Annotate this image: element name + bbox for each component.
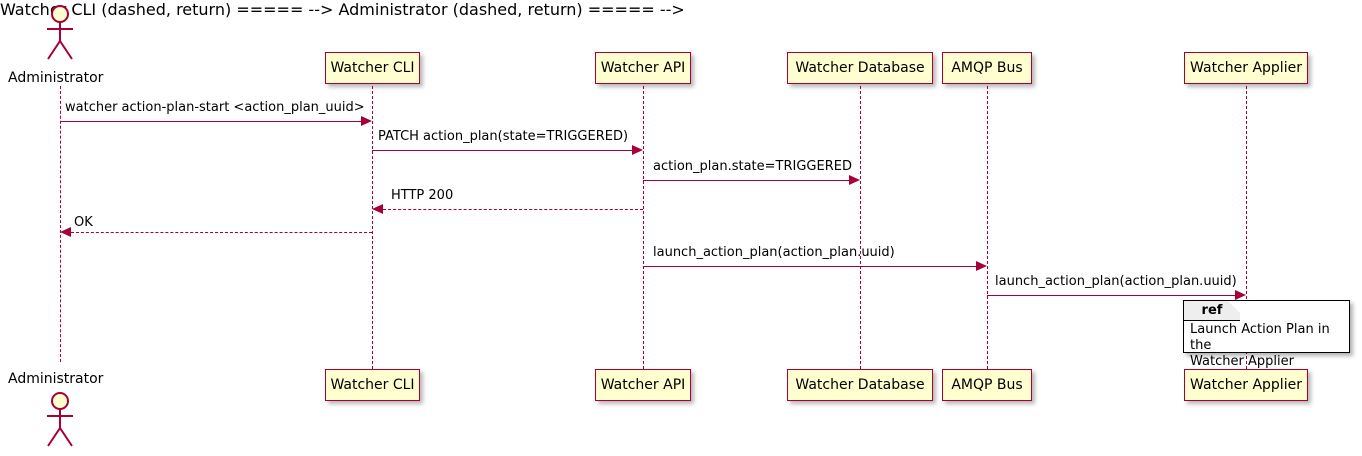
message-line-5 bbox=[71, 232, 372, 233]
message-line-3 bbox=[643, 180, 854, 181]
actor-figure-administrator-top bbox=[47, 5, 73, 60]
message-label-2: PATCH action_plan(state=TRIGGERED) bbox=[378, 129, 629, 144]
participant-box-watcher-api-top[interactable]: Watcher API bbox=[595, 52, 691, 84]
message-label-3: action_plan.state=TRIGGERED bbox=[653, 159, 852, 174]
participant-label-watcher-cli-bottom: Watcher CLI bbox=[330, 377, 415, 393]
participant-label-watcher-cli-top: Watcher CLI bbox=[330, 60, 415, 76]
message-line-2 bbox=[372, 150, 637, 151]
message-label-4: HTTP 200 bbox=[391, 188, 454, 203]
message-arrowhead-2 bbox=[632, 145, 643, 155]
lifeline-watcher-applier bbox=[1246, 86, 1247, 369]
lifeline-watcher-cli bbox=[372, 86, 373, 369]
actor-figure-administrator-bottom bbox=[47, 392, 73, 447]
participant-box-watcher-database-top[interactable]: Watcher Database bbox=[787, 52, 933, 84]
participant-label-watcher-api-bottom: Watcher API bbox=[600, 377, 686, 393]
participant-box-watcher-cli-top[interactable]: Watcher CLI bbox=[325, 52, 420, 84]
message-arrowhead-4 bbox=[372, 204, 383, 214]
participant-label-watcher-database-bottom: Watcher Database bbox=[795, 377, 925, 393]
participant-box-watcher-database-bottom[interactable]: Watcher Database bbox=[787, 369, 933, 401]
participant-label-amqp-bus-top: AMQP Bus bbox=[951, 60, 1023, 76]
message-line-7 bbox=[987, 295, 1235, 296]
actor-label-administrator-top: Administrator bbox=[8, 70, 104, 86]
message-label-7: launch_action_plan(action_plan.uuid) bbox=[995, 274, 1237, 289]
ref-fragment-tab-label: ref bbox=[1184, 301, 1240, 321]
participant-label-watcher-database-top: Watcher Database bbox=[795, 60, 925, 76]
participant-label-watcher-applier-top: Watcher Applier bbox=[1190, 60, 1302, 76]
message-arrowhead-7 bbox=[1235, 290, 1246, 300]
message-line-6 bbox=[643, 266, 976, 267]
participant-box-watcher-api-bottom[interactable]: Watcher API bbox=[595, 369, 691, 401]
lifeline-watcher-api bbox=[643, 86, 644, 369]
participant-label-watcher-api-top: Watcher API bbox=[600, 60, 686, 76]
participant-label-watcher-applier-bottom: Watcher Applier bbox=[1190, 377, 1302, 393]
ref-fragment-text: Launch Action Plan in the Watcher Applie… bbox=[1190, 322, 1330, 369]
message-label-1: watcher action-plan-start <action_plan_u… bbox=[65, 100, 365, 115]
message-arrowhead-6 bbox=[976, 261, 987, 271]
participant-box-watcher-cli-bottom[interactable]: Watcher CLI bbox=[325, 369, 420, 401]
lifeline-administrator bbox=[60, 86, 61, 362]
message-label-6: launch_action_plan(action_plan.uuid) bbox=[653, 245, 895, 260]
lifeline-watcher-database bbox=[860, 86, 861, 369]
actor-label-administrator-bottom: Administrator bbox=[8, 371, 104, 387]
lifeline-amqp-bus bbox=[987, 86, 988, 369]
participant-label-amqp-bus-bottom: AMQP Bus bbox=[951, 377, 1023, 393]
participant-box-amqp-bus-bottom[interactable]: AMQP Bus bbox=[942, 369, 1032, 401]
message-arrowhead-1 bbox=[361, 116, 372, 126]
message-line-4 bbox=[383, 209, 643, 210]
participant-box-amqp-bus-top[interactable]: AMQP Bus bbox=[942, 52, 1032, 84]
message-arrowhead-5 bbox=[60, 227, 71, 237]
participant-box-watcher-applier-top[interactable]: Watcher Applier bbox=[1184, 52, 1308, 84]
ref-fragment-box: ref Launch Action Plan in the Watcher Ap… bbox=[1183, 300, 1350, 369]
message-line-1 bbox=[60, 121, 366, 122]
message-label-5: OK bbox=[74, 215, 93, 230]
message-arrowhead-3 bbox=[849, 175, 860, 185]
participant-box-watcher-applier-bottom[interactable]: Watcher Applier bbox=[1184, 369, 1308, 401]
